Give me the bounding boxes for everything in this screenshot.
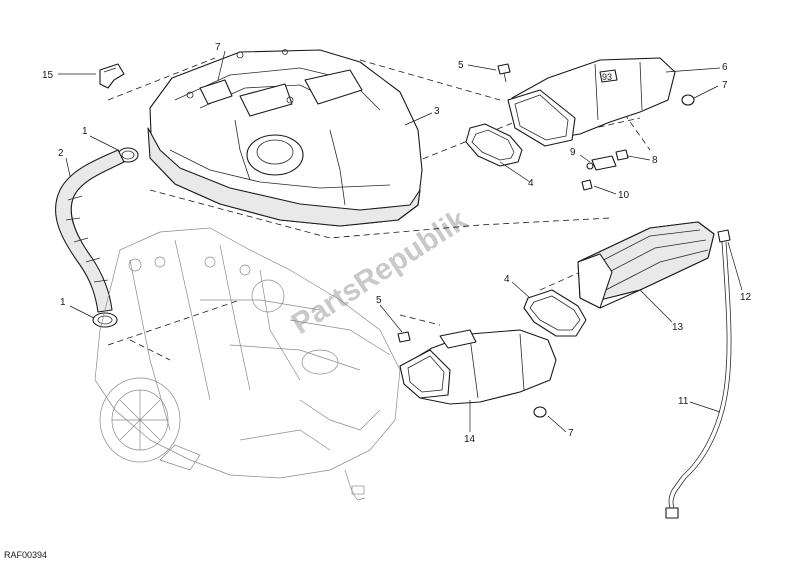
- callout-8: 8: [652, 155, 658, 166]
- grommet-upper-part: [681, 94, 695, 106]
- breather-hose-part: [55, 149, 125, 313]
- drain-hose-part: [665, 229, 732, 519]
- callout-4a: 4: [528, 178, 534, 189]
- callout-1b: 1: [60, 297, 66, 308]
- callout-4b: 4: [504, 274, 510, 285]
- callout-14: 14: [464, 434, 476, 445]
- callout-labels: 15 7 3 1 2 5 6 7 4 9 8 10 1 5 4 12 13 11…: [42, 42, 752, 445]
- airbox-housing-part: [147, 49, 423, 227]
- screw-upper-part: [497, 63, 511, 83]
- air-filter-part: [577, 221, 715, 309]
- intake-duct-upper-part: 93: [507, 57, 676, 147]
- callout-9: 9: [570, 147, 576, 158]
- duct-marking: 93: [602, 72, 612, 82]
- callout-15: 15: [42, 70, 54, 81]
- engine-outline: [94, 227, 401, 501]
- hose-clamp-lower-part: [92, 312, 118, 328]
- bracket-part: [99, 63, 125, 89]
- callout-10: 10: [618, 190, 630, 201]
- callout-11: 11: [678, 396, 689, 407]
- callout-5a: 5: [458, 60, 464, 71]
- screw-sensor-part: [581, 179, 593, 191]
- callout-7a: 7: [215, 42, 221, 53]
- callout-1a: 1: [82, 126, 88, 137]
- gasket-upper-part: [465, 123, 523, 167]
- sensor-part: [586, 149, 629, 171]
- callout-7b: 7: [722, 80, 728, 91]
- callout-12: 12: [740, 292, 752, 303]
- screw-lower-part: [397, 331, 411, 343]
- callout-13: 13: [672, 322, 684, 333]
- callout-2: 2: [58, 148, 64, 159]
- callout-3: 3: [434, 106, 440, 117]
- drawing-reference: RAF00394: [4, 550, 47, 560]
- gasket-lower-part: [523, 289, 587, 337]
- callout-5b: 5: [376, 295, 382, 306]
- intake-duct-lower-part: [399, 329, 557, 405]
- callout-6: 6: [722, 62, 728, 73]
- grommet-lower-part: [533, 406, 547, 418]
- callout-7c: 7: [568, 428, 574, 439]
- leader-lines: [58, 50, 743, 433]
